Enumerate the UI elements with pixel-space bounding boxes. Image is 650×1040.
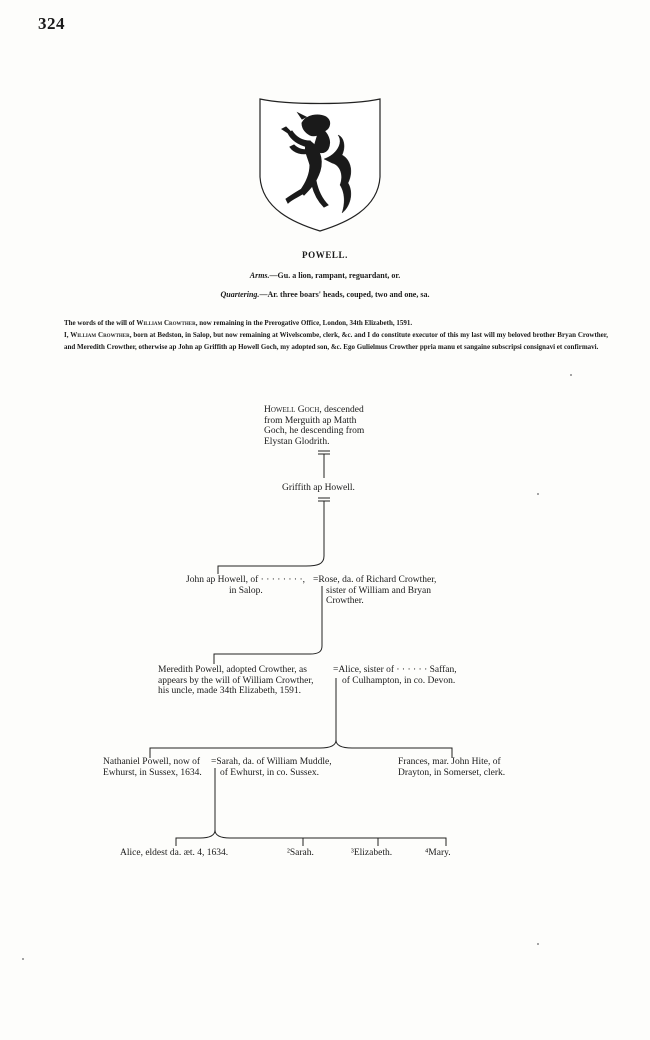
- john-ap-howell-entry: John ap Howell, of · · · · · · · ·, in S…: [186, 575, 305, 596]
- page-speck: [570, 374, 572, 376]
- will-paragraph-2: I, William Crowther, born at Bedston, in…: [64, 331, 608, 351]
- child-mary: ⁴Mary.: [425, 848, 451, 858]
- page-speck: [537, 493, 539, 495]
- testator-name-2: I, William Crowther: [64, 331, 130, 339]
- howell-goch-name: Howell Goch: [264, 405, 320, 415]
- nathaniel-powell-entry: Nathaniel Powell, now of Ewhurst, in Sus…: [103, 757, 202, 778]
- arms-label: Arms.: [249, 271, 270, 280]
- page-number: 324: [38, 14, 65, 33]
- quartering-label: Quartering.: [220, 290, 260, 299]
- meredith-powell-entry: Meredith Powell, adopted Crowther, as ap…: [158, 665, 314, 696]
- frances-entry: Frances, mar. John Hite, of Drayton, in …: [398, 757, 506, 778]
- page-speck: [537, 943, 539, 945]
- child-sarah: ²Sarah.: [287, 848, 314, 858]
- page-speck: [22, 958, 24, 960]
- will-extract: The words of the will of William Crowthe…: [46, 317, 608, 353]
- rose-entry: =Rose, da. of Richard Crowther, sister o…: [313, 575, 437, 606]
- testator-name: William Crowther: [136, 319, 196, 327]
- alice-saffan-entry: =Alice, sister of · · · · · · Saffan, of…: [333, 665, 457, 686]
- child-alice: Alice, eldest da. æt. 4, 1634.: [120, 848, 229, 858]
- arms-text: —Gu. a lion, rampant, reguardant, or.: [269, 271, 401, 280]
- howell-goch-entry: Howell Goch, descended from Merguith ap …: [264, 405, 365, 447]
- arms-blazon: Arms.—Gu. a lion, rampant, reguardant, o…: [0, 271, 650, 280]
- lion-rampant-icon: [281, 111, 352, 214]
- coat-of-arms-shield: [259, 98, 381, 232]
- family-title: POWELL.: [302, 250, 348, 260]
- quartering-text: —Ar. three boars' heads, couped, two and…: [259, 290, 430, 299]
- griffith-entry: Griffith ap Howell.: [282, 483, 355, 493]
- sarah-muddle-entry: =Sarah, da. of William Muddle, of Ewhurs…: [211, 757, 332, 778]
- child-elizabeth: ³Elizabeth.: [351, 848, 393, 858]
- quartering-blazon: Quartering.—Ar. three boars' heads, coup…: [0, 290, 650, 299]
- will-paragraph-1: The words of the will of William Crowthe…: [64, 319, 413, 327]
